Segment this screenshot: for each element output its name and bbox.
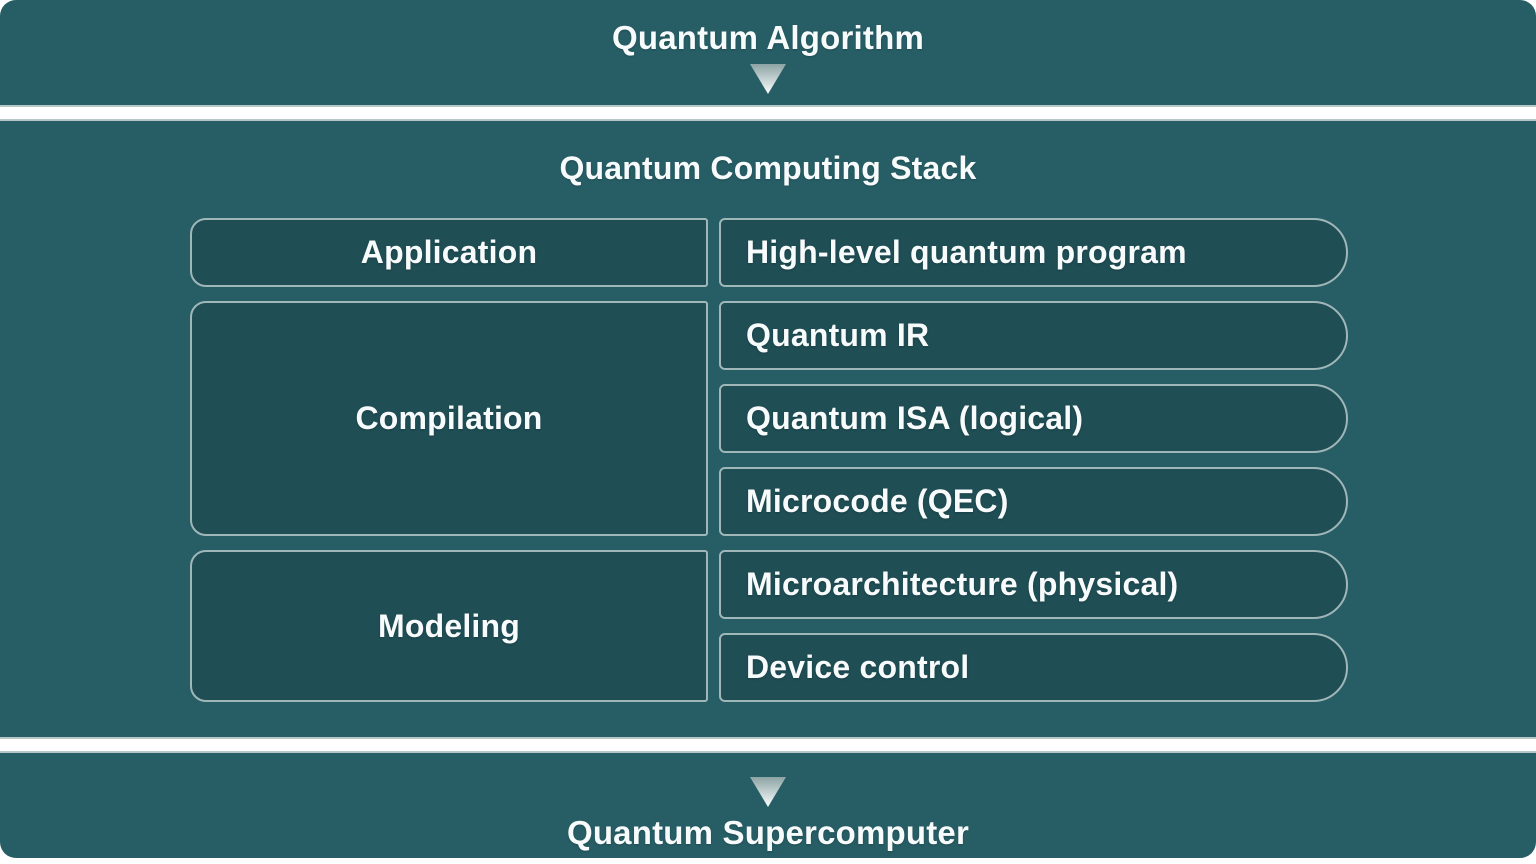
layer-label: High-level quantum program	[746, 234, 1187, 270]
layer-microarchitecture-physical: Microarchitecture (physical)	[719, 550, 1348, 619]
layer-label: Device control	[746, 649, 970, 685]
bottom-banner: Quantum Supercomputer	[0, 753, 1536, 858]
down-arrow-icon	[750, 777, 786, 807]
top-banner-label: Quantum Algorithm	[612, 19, 924, 56]
category-label: Application	[360, 234, 538, 270]
divider-top	[0, 105, 1536, 121]
top-banner: Quantum Algorithm	[0, 0, 1536, 105]
stack-panel: Quantum Computing Stack Application Comp…	[0, 121, 1536, 737]
layer-label: Microarchitecture (physical)	[746, 566, 1179, 602]
category-application: Application	[190, 218, 708, 287]
layer-label: Microcode (QEC)	[746, 483, 1009, 519]
layer-label: Quantum IR	[746, 317, 930, 353]
layer-device-control: Device control	[719, 633, 1348, 702]
panel-title: Quantum Computing Stack	[559, 150, 977, 186]
bottom-banner-label: Quantum Supercomputer	[566, 814, 970, 851]
divider-bottom	[0, 737, 1536, 753]
category-compilation: Compilation	[190, 301, 708, 536]
category-label: Compilation	[355, 400, 543, 436]
category-label: Modeling	[377, 607, 521, 644]
layer-quantum-ir: Quantum IR	[719, 301, 1348, 370]
down-arrow-icon	[750, 64, 786, 94]
layer-high-level-quantum-program: High-level quantum program	[719, 218, 1348, 287]
layer-quantum-isa-logical: Quantum ISA (logical)	[719, 384, 1348, 453]
stack-grid: Application Compilation Modeling High-le…	[190, 218, 1348, 702]
layer-label: Quantum ISA (logical)	[746, 400, 1084, 436]
layer-microcode-qec: Microcode (QEC)	[719, 467, 1348, 536]
category-modeling: Modeling	[190, 550, 708, 702]
